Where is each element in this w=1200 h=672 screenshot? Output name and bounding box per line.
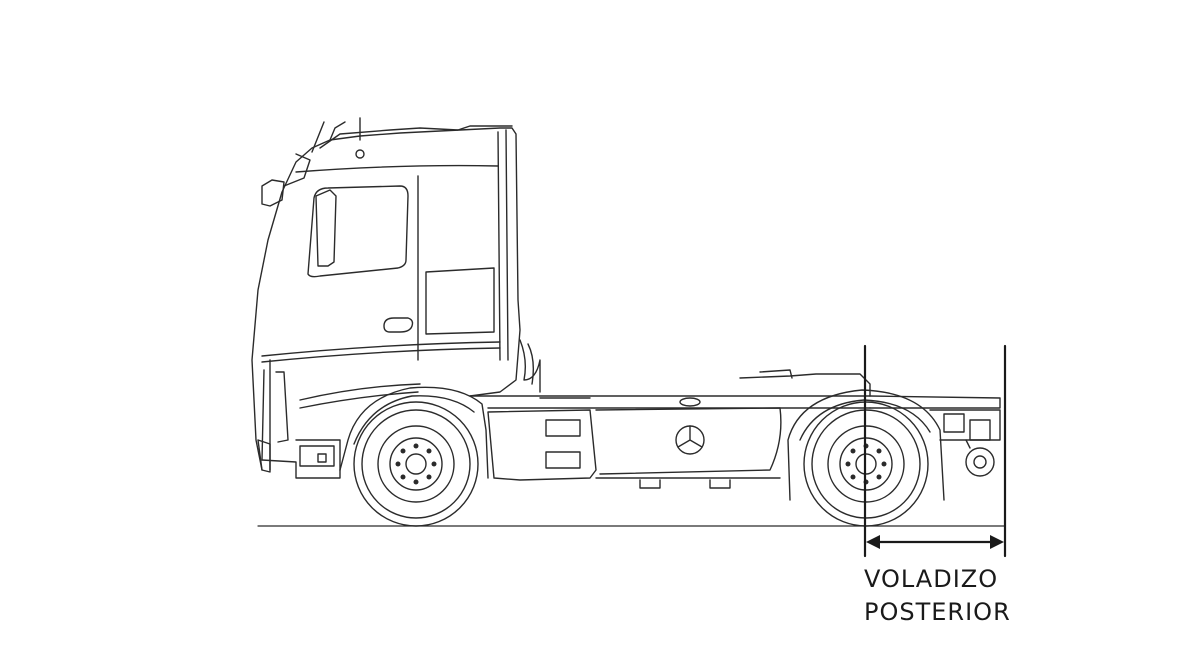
arrowhead-right — [990, 535, 1004, 549]
fifth-wheel — [739, 373, 871, 397]
front-wheel — [353, 401, 479, 527]
mercedes-star-logo — [675, 425, 705, 455]
rear-mudguard — [787, 389, 945, 501]
truck-cab — [251, 117, 521, 479]
rear-overhang-dimension — [863, 344, 1007, 558]
dimension-label-line1: VOLADIZO — [864, 565, 999, 593]
side-mirror — [261, 179, 285, 207]
dimension-label-line2: POSTERIOR — [864, 598, 1011, 626]
arrowhead-left — [866, 535, 880, 549]
door-handle — [383, 317, 414, 333]
truck-chassis — [469, 339, 1001, 501]
side-skirt — [487, 409, 597, 481]
rear-cab-window — [425, 267, 495, 335]
door-window — [307, 185, 409, 278]
